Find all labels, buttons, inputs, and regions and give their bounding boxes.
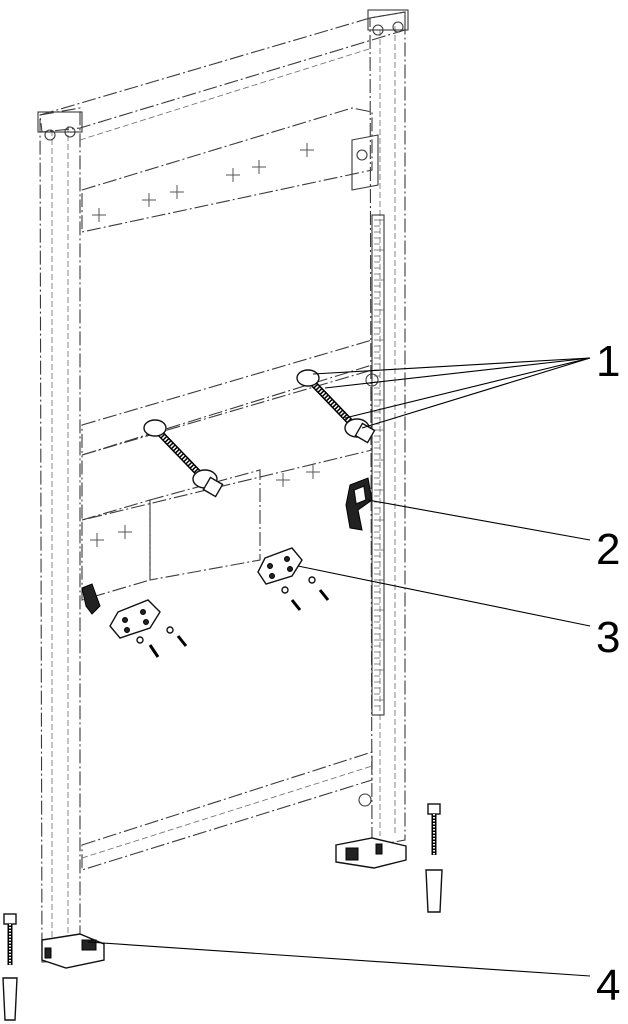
callout-2: 2	[596, 525, 620, 574]
connection-rod-left	[143, 419, 224, 498]
callout-3: 3	[596, 613, 620, 662]
callout-1: 1	[596, 337, 620, 386]
fixing-plate-right	[257, 547, 303, 585]
callout-4: 4	[596, 961, 620, 1010]
anchor-bolt-left	[2, 913, 18, 1021]
leader-lines	[87, 357, 591, 977]
height-scale	[371, 214, 385, 716]
foot-left	[41, 933, 105, 969]
fixing-screws	[136, 576, 330, 658]
fixing-plate-left	[109, 599, 161, 639]
connection-rod-right	[296, 369, 376, 444]
callout-labels: 1 2 3 4	[596, 337, 620, 1010]
plate-markings	[90, 143, 320, 547]
mounting-frame	[37, 9, 409, 963]
foot-right	[335, 837, 407, 869]
anchor-bolt-right	[425, 803, 443, 913]
clamp-bracket	[81, 477, 373, 615]
